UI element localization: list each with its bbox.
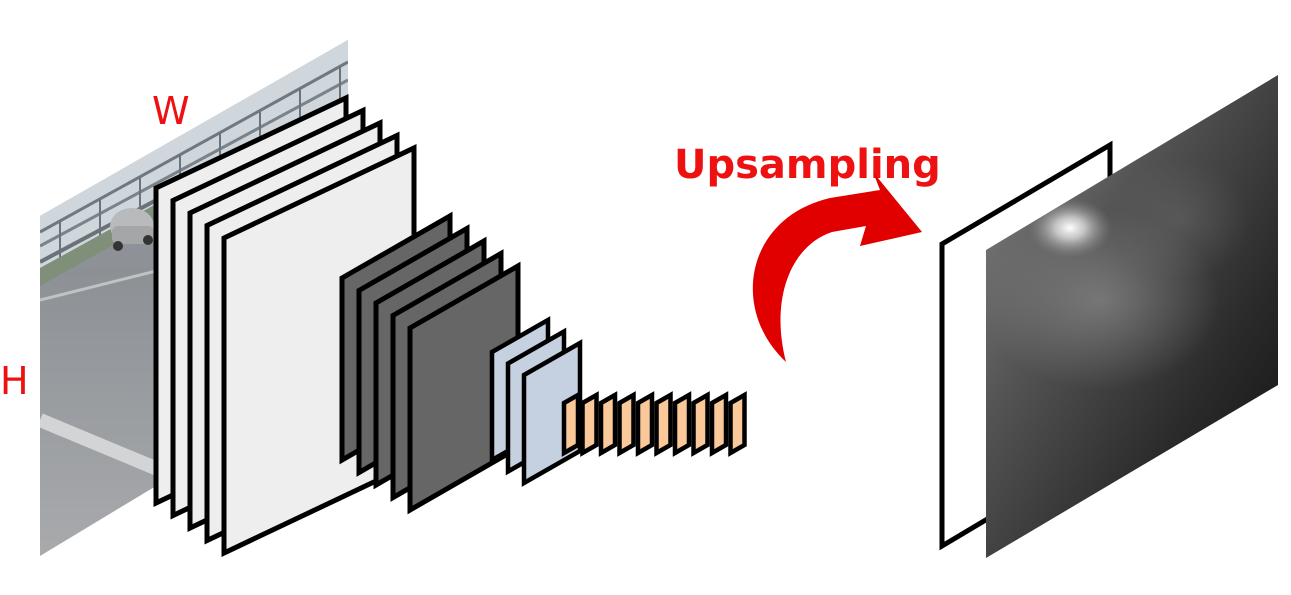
feature-map-layer xyxy=(617,391,636,457)
feature-map-layer xyxy=(580,391,599,457)
feature-map-layer xyxy=(728,391,747,457)
dark-gray-feature-maps xyxy=(339,211,521,515)
feature-map-stack xyxy=(153,94,747,557)
height-label: H xyxy=(0,359,29,403)
feature-map-layer xyxy=(709,391,729,457)
feature-map-layer xyxy=(654,391,673,457)
width-label: W xyxy=(152,89,190,133)
feature-map-layer xyxy=(635,391,655,457)
feature-map-layer xyxy=(672,391,692,457)
upsampling-arrow xyxy=(752,172,922,362)
feature-map-layer xyxy=(598,391,618,457)
upsampling-label: Upsampling xyxy=(674,142,941,188)
feature-map-layer xyxy=(561,391,581,457)
feature-map-layer xyxy=(691,391,710,457)
orange-feature-maps xyxy=(561,391,747,457)
depth-map-output xyxy=(986,75,1278,558)
